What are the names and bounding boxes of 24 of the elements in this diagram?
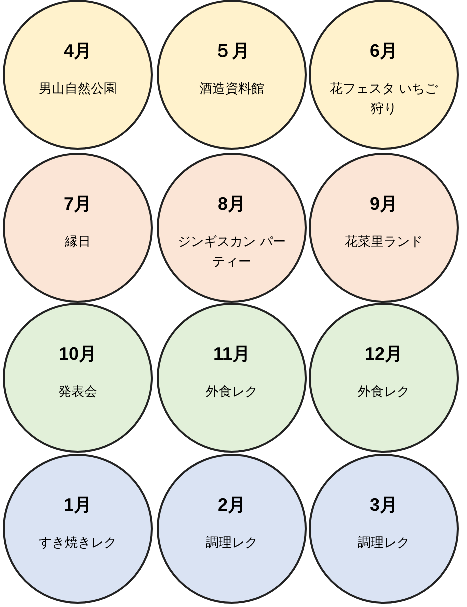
month-label: ５月 bbox=[214, 40, 250, 63]
month-label: 12月 bbox=[364, 343, 404, 366]
event-label: 調理レク bbox=[357, 534, 411, 552]
event-label: 酒造資料館 bbox=[198, 80, 266, 98]
event-label: 男山自然公園 bbox=[38, 80, 118, 98]
month-label: 6月 bbox=[370, 40, 398, 63]
month-label: 7月 bbox=[64, 193, 92, 216]
event-label: すき焼きレク bbox=[38, 534, 118, 552]
month-label: 9月 bbox=[370, 193, 398, 216]
event-label: 縁日 bbox=[64, 233, 92, 251]
month-label: 10月 bbox=[58, 343, 98, 366]
month-label: 3月 bbox=[370, 494, 398, 517]
month-label: 1月 bbox=[64, 494, 92, 517]
event-label: 調理レク bbox=[205, 534, 259, 552]
event-label: 外食レク bbox=[205, 383, 259, 401]
month-label: 4月 bbox=[64, 40, 92, 63]
event-label: ジンギスカン パーティー bbox=[177, 233, 287, 271]
event-label: 花フェスタ いちご狩り bbox=[329, 80, 439, 118]
event-label: 外食レク bbox=[357, 383, 411, 401]
month-label: 2月 bbox=[218, 494, 246, 517]
month-label: 11月 bbox=[213, 343, 251, 366]
event-label: 発表会 bbox=[58, 383, 98, 401]
event-label: 花菜里ランド bbox=[344, 233, 424, 251]
month-label: 8月 bbox=[218, 193, 246, 216]
